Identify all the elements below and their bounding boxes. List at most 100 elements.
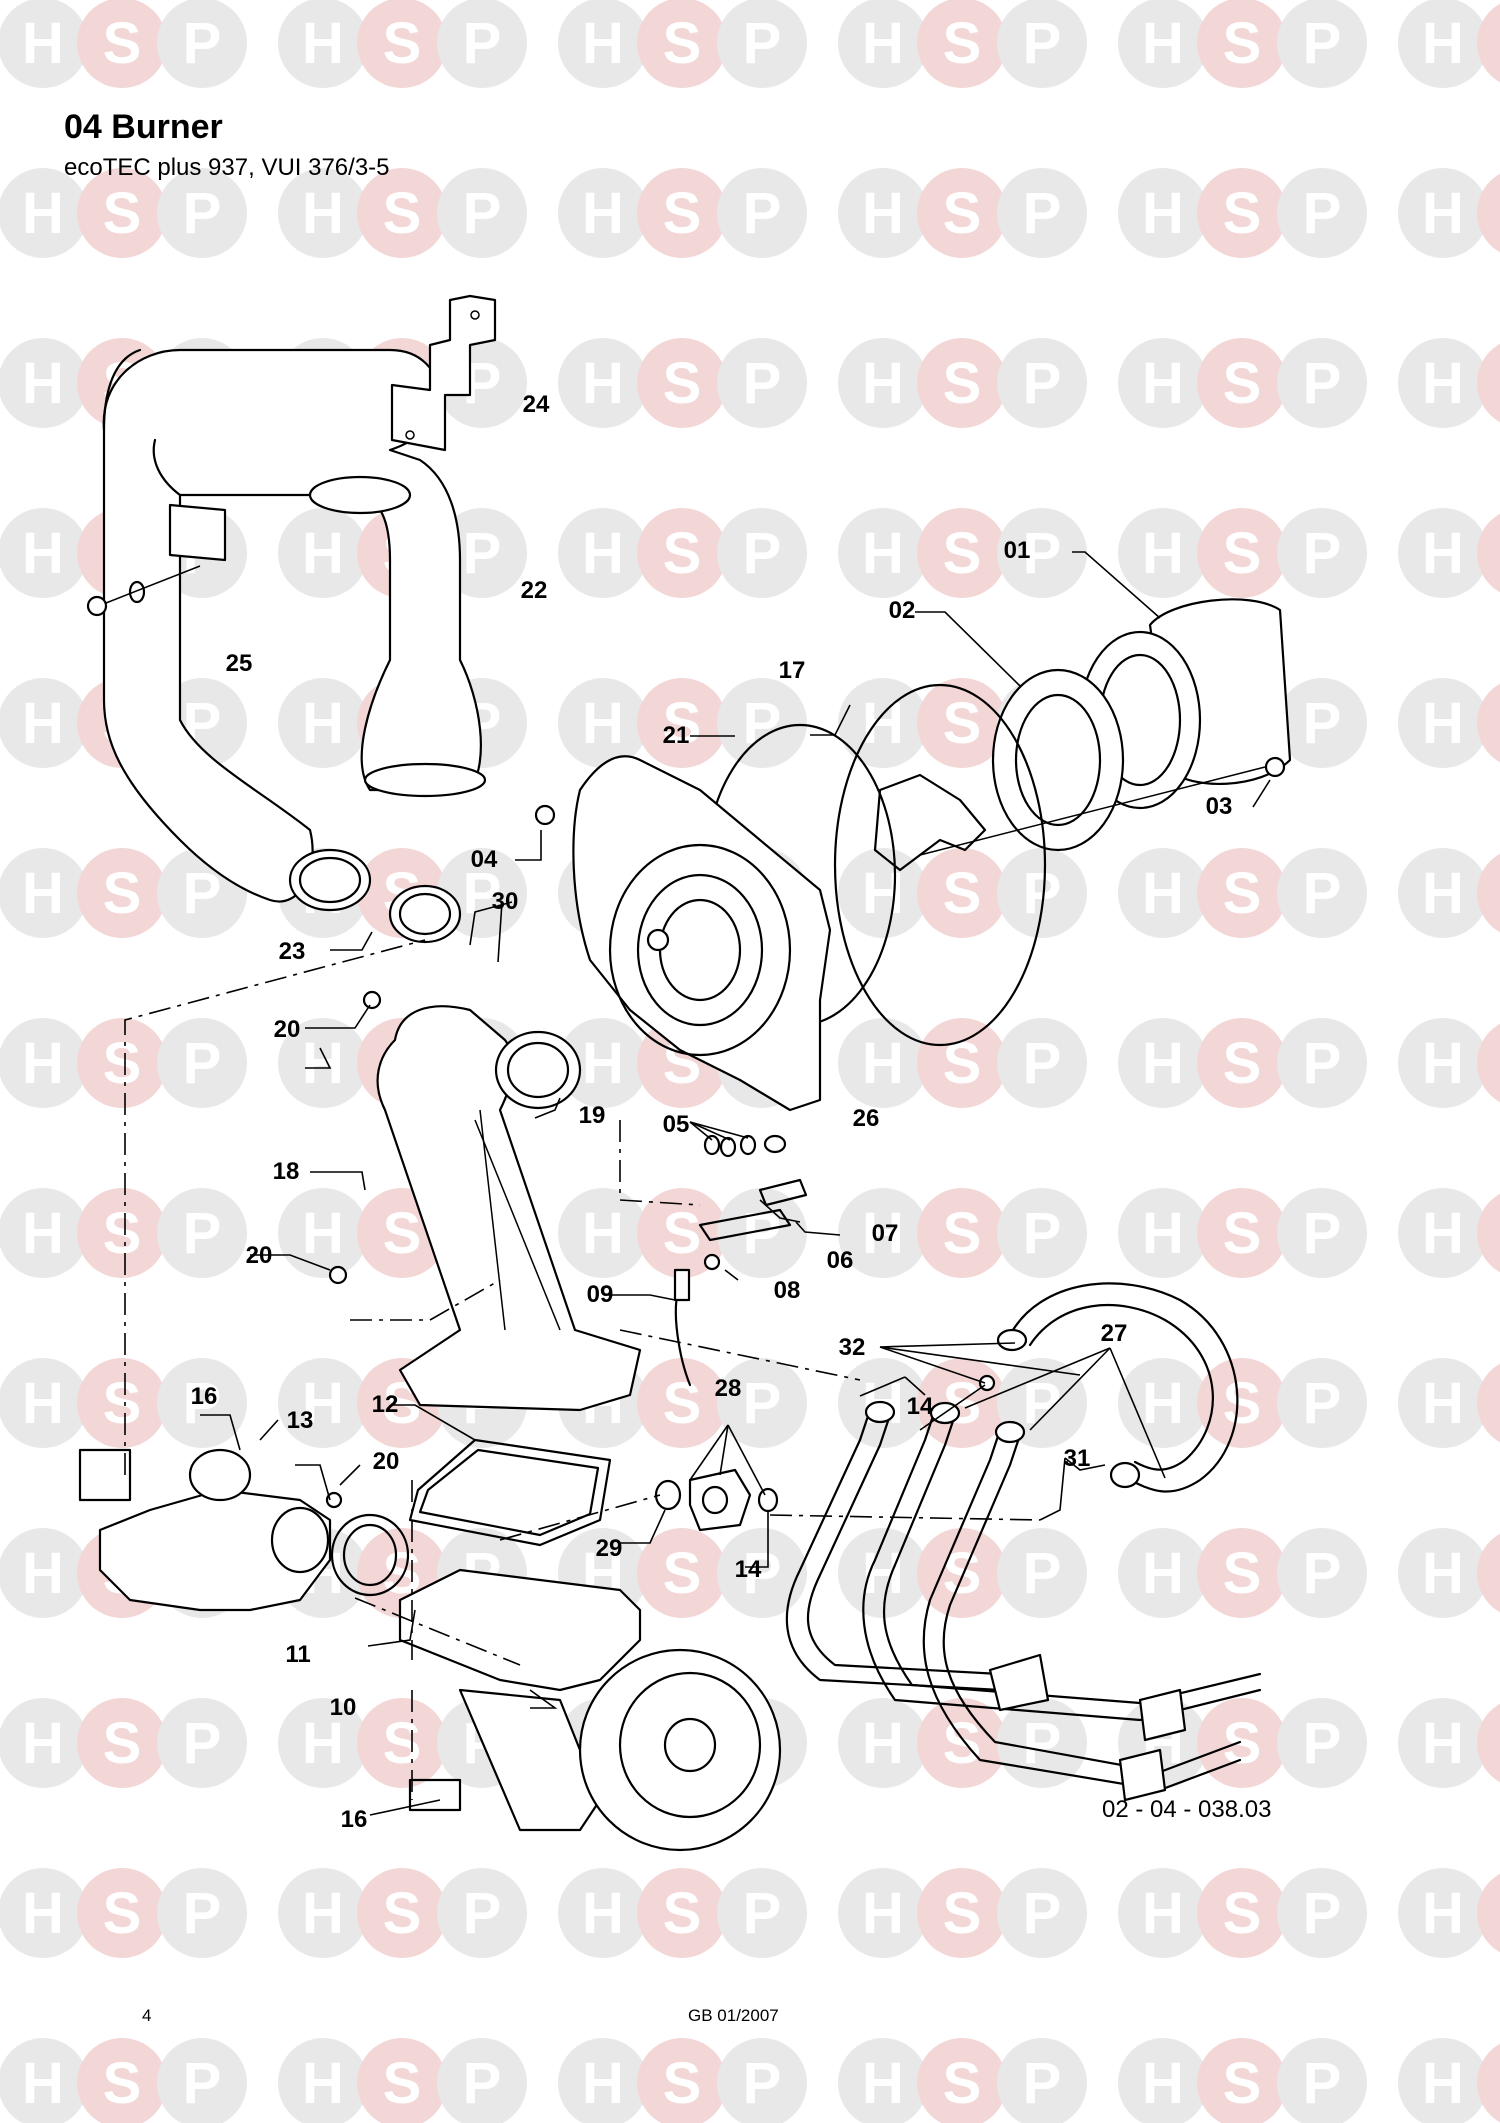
watermark-letter: H: [302, 181, 344, 246]
watermark-letter: S: [663, 11, 702, 76]
watermark-circle: [637, 338, 727, 428]
callout-07: 07: [871, 1220, 899, 1247]
watermark-circle: [1398, 0, 1488, 88]
watermark-letter: H: [302, 1201, 344, 1266]
watermark-letter: S: [943, 1541, 982, 1606]
watermark-circle: [357, 2038, 447, 2123]
watermark-circle: [357, 168, 447, 258]
fan-and-gas-valve: [78, 1438, 782, 1852]
watermark-letter: P: [1303, 351, 1342, 416]
watermark-circle: [917, 338, 1007, 428]
watermark-circle: [77, 0, 167, 88]
watermark-circle: [717, 338, 807, 428]
watermark-letter: S: [103, 1371, 142, 1436]
watermark-circle: [1398, 848, 1488, 938]
watermark-circle: [558, 1868, 648, 1958]
callout-21: 21: [662, 722, 690, 749]
watermark-circle: [717, 2038, 807, 2123]
watermark-letter: P: [183, 2051, 222, 2116]
watermark-circle: [1197, 168, 1287, 258]
watermark-circle: [77, 1188, 167, 1278]
watermark-circle: [0, 848, 88, 938]
watermark-circle: [77, 1358, 167, 1448]
watermark-circle: [997, 168, 1087, 258]
watermark-letter: P: [1023, 861, 1062, 926]
air-intake-duct: [86, 294, 497, 944]
watermark-circle: [1398, 1358, 1488, 1448]
watermark-letter: P: [1023, 1711, 1062, 1776]
watermark-letter: S: [383, 1711, 422, 1776]
watermark-circle: [1477, 1703, 1500, 1783]
watermark-circle: [0, 1698, 88, 1788]
callout-29: 29: [595, 1535, 623, 1562]
watermark-circle: [558, 1018, 648, 1108]
watermark-circle: [1398, 338, 1488, 428]
watermark-circle: [1197, 338, 1287, 428]
watermark-circle: [278, 678, 368, 768]
watermark-circle: [1398, 1528, 1488, 1618]
watermark-circle: [77, 2038, 167, 2123]
watermark-circle: [917, 168, 1007, 258]
watermark-circle: [717, 678, 807, 768]
watermark-letter: H: [1422, 861, 1464, 926]
callout-05: 05: [662, 1111, 690, 1138]
watermark-circle: [558, 168, 648, 258]
watermark-letter: S: [103, 11, 142, 76]
watermark-letter: H: [582, 351, 624, 416]
watermark-circle: [157, 2038, 247, 2123]
watermark-letter: H: [1422, 2051, 1464, 2116]
watermark-circle: [997, 2038, 1087, 2123]
callout-24: 24: [522, 391, 550, 418]
watermark-circle: [1398, 168, 1488, 258]
watermark-letter: H: [1142, 11, 1184, 76]
watermark-letter: H: [302, 1371, 344, 1436]
watermark-circle: [997, 848, 1087, 938]
watermark-letter: S: [663, 351, 702, 416]
callout-10: 10: [329, 1694, 357, 1721]
watermark-circle: [0, 1188, 88, 1278]
watermark-letter: S: [1223, 1201, 1262, 1266]
edition-label: GB 01/2007: [688, 2006, 779, 2025]
watermark-circle: [1398, 508, 1488, 598]
watermark-circle: [717, 508, 807, 598]
watermark-letter: P: [463, 2051, 502, 2116]
watermark-letter: H: [582, 2051, 624, 2116]
watermark-letter: P: [743, 11, 782, 76]
watermark-letter: S: [943, 11, 982, 76]
watermark-letter: H: [582, 1201, 624, 1266]
watermark-letter: H: [22, 181, 64, 246]
watermark-letter: H: [862, 861, 904, 926]
callout-25: 25: [225, 650, 253, 677]
watermark-letter: S: [943, 691, 982, 756]
watermark-letter: P: [463, 1881, 502, 1946]
watermark-letter: H: [862, 351, 904, 416]
watermark-letter: H: [22, 521, 64, 586]
watermark-circle: [917, 1018, 1007, 1108]
watermark-letter: S: [663, 2051, 702, 2116]
watermark-letter: H: [22, 691, 64, 756]
watermark-circle: [1118, 2038, 1208, 2123]
watermark-letter: P: [1023, 1541, 1062, 1606]
watermark-letter: H: [302, 691, 344, 756]
watermark-circle: [0, 1868, 88, 1958]
watermark-circle: [917, 1528, 1007, 1618]
callout-14-sight-glass: 14: [734, 1556, 762, 1583]
callout-23: 23: [278, 938, 306, 965]
watermark-letter: P: [1303, 521, 1342, 586]
watermark-circle: [437, 168, 527, 258]
watermark-circle: [1477, 343, 1500, 423]
watermark-letter: P: [743, 691, 782, 756]
watermark-letter: P: [1303, 1201, 1342, 1266]
watermark-letter: S: [943, 1201, 982, 1266]
watermark-circle: [1398, 2038, 1488, 2123]
watermark-circle: [917, 0, 1007, 88]
watermark-circle: [437, 2038, 527, 2123]
watermark-letter: H: [1142, 1201, 1184, 1266]
watermark-circle: [157, 1018, 247, 1108]
watermark-circle: [1277, 1358, 1367, 1448]
watermark-letter: P: [1303, 2051, 1342, 2116]
watermark-circle: [637, 508, 727, 598]
watermark-letter: H: [1142, 861, 1184, 926]
watermark-circle: [1477, 3, 1500, 83]
watermark-circle: [637, 0, 727, 88]
